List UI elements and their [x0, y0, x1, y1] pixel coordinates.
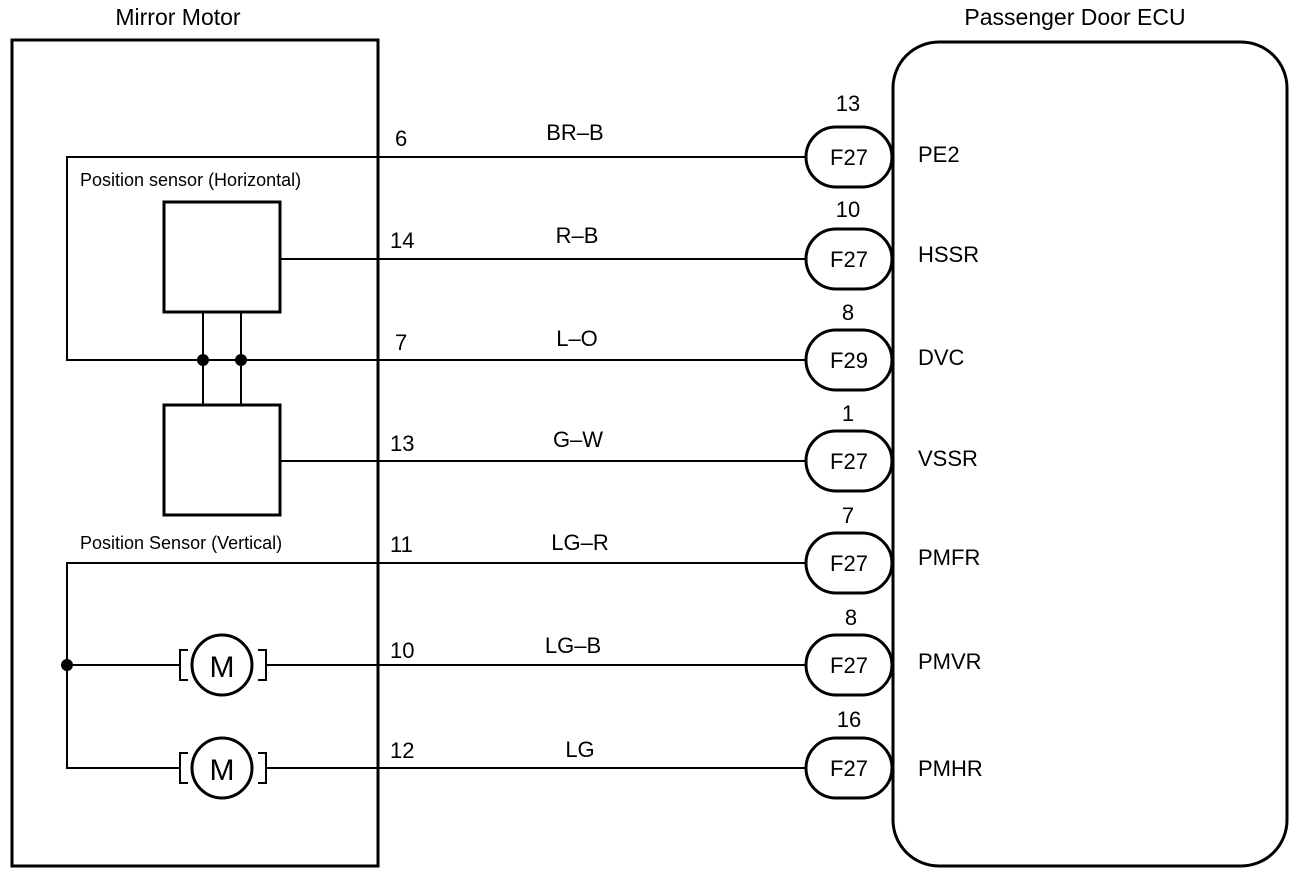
ecu-pin-number: 1 — [842, 401, 854, 426]
connector-badge — [804, 736, 894, 800]
connector-code: F27 — [830, 145, 868, 170]
mirror-pin-number: 7 — [395, 330, 407, 355]
sensor-horizontal-label: Position sensor (Horizontal) — [80, 170, 301, 190]
wire-color-code: R–B — [556, 223, 599, 248]
mirror-pin-number: 13 — [390, 431, 414, 456]
ecu-signal-name: VSSR — [918, 446, 978, 471]
ecu-box — [891, 40, 1289, 868]
sensor-vertical-label: Position Sensor (Vertical) — [80, 533, 282, 553]
wire-color-code: L–O — [556, 326, 598, 351]
wire-color-code: LG–R — [551, 530, 608, 555]
junction-dot — [197, 354, 209, 366]
wire-row: 11 LG–R 7 F27 PMFR — [378, 503, 980, 595]
mirror-pin-number: 14 — [390, 228, 414, 253]
mirror-pin-number: 6 — [395, 126, 407, 151]
ecu-signal-name: DVC — [918, 345, 965, 370]
ecu-signal-name: PE2 — [918, 142, 960, 167]
wire-color-code: G–W — [553, 427, 603, 452]
mirror-pin-number: 11 — [390, 532, 413, 557]
connector-code: F29 — [830, 348, 868, 373]
connector-badge — [804, 633, 894, 697]
connector-badge — [804, 328, 894, 392]
junction-dot — [235, 354, 247, 366]
motor-horizontal-label: M — [210, 754, 235, 787]
mirror-motor-box — [10, 38, 380, 868]
junction-dot — [61, 659, 73, 671]
connector-code: F27 — [830, 551, 868, 576]
ecu-pin-number: 16 — [837, 707, 861, 732]
connector-code: F27 — [830, 449, 868, 474]
ecu-pin-number: 8 — [842, 300, 854, 325]
ecu-title: Passenger Door ECU — [964, 4, 1185, 30]
sensor-horizontal-block — [162, 200, 282, 314]
ecu-signal-name: HSSR — [918, 242, 979, 267]
ecu-pin-number: 10 — [836, 197, 860, 222]
connector-code: F27 — [830, 247, 868, 272]
ecu-pin-number: 7 — [842, 503, 854, 528]
ecu-signal-name: PMVR — [918, 649, 982, 674]
mirror-pin-number: 10 — [390, 638, 414, 663]
motor-vertical-label: M — [210, 651, 235, 684]
internal-wiring — [66, 156, 378, 769]
connector-badge — [804, 429, 894, 493]
wire-color-code: BR–B — [546, 120, 603, 145]
wire-row: 6 BR–B 13 F27 PE2 — [378, 91, 960, 189]
connector-code: F27 — [830, 756, 868, 781]
motor-vertical-symbol: M — [179, 633, 267, 697]
wire-color-code: LG — [565, 737, 594, 762]
ecu-signal-name: PMHR — [918, 756, 983, 781]
ecu-pin-number: 8 — [845, 605, 857, 630]
ecu-signal-name: PMFR — [918, 545, 980, 570]
wire-row: 10 LG–B 8 F27 PMVR — [378, 605, 982, 697]
wire-row: 14 R–B 10 F27 HSSR — [378, 197, 979, 291]
wire-row: 13 G–W 1 F27 VSSR — [378, 401, 978, 493]
connector-badge — [804, 531, 894, 595]
connector-badge — [804, 227, 894, 291]
wire-row: 7 L–O 8 F29 DVC — [378, 300, 965, 392]
mirror-motor-title: Mirror Motor — [115, 4, 241, 30]
connector-code: F27 — [830, 653, 868, 678]
sensor-vertical-block — [162, 403, 282, 517]
motor-horizontal-symbol: M — [179, 736, 267, 800]
mirror-pin-number: 12 — [390, 738, 414, 763]
wire-row: 12 LG 16 F27 PMHR — [378, 707, 983, 800]
ecu-pin-number: 13 — [836, 91, 860, 116]
connector-badge — [804, 125, 894, 189]
wire-color-code: LG–B — [545, 633, 601, 658]
